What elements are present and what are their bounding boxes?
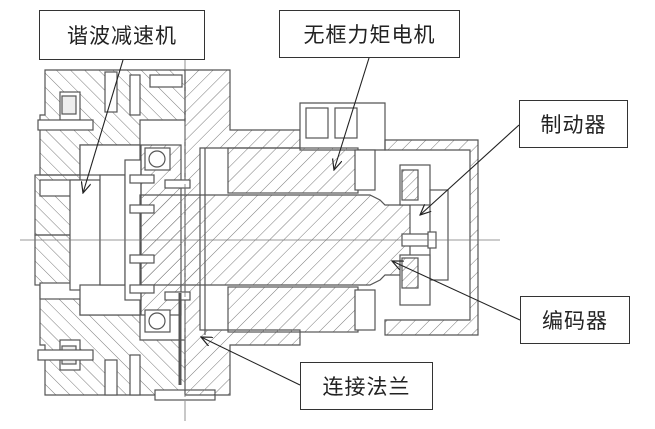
stator-bottom xyxy=(227,286,359,333)
rear-cover xyxy=(384,139,479,336)
leader-motor xyxy=(334,57,370,170)
label-harmonic-reducer: 谐波减速机 xyxy=(39,10,205,60)
circular-spline xyxy=(99,174,126,286)
leader-flange xyxy=(201,337,301,386)
leader-encoder xyxy=(392,261,521,321)
label-frameless-torque-motor: 无框力矩电机 xyxy=(279,10,460,58)
label-brake: 制动器 xyxy=(519,100,628,148)
leader-brake xyxy=(420,124,520,215)
leader-reducer xyxy=(83,59,124,193)
label-encoder: 编码器 xyxy=(520,296,630,344)
label-connecting-flange: 连接法兰 xyxy=(300,362,433,410)
